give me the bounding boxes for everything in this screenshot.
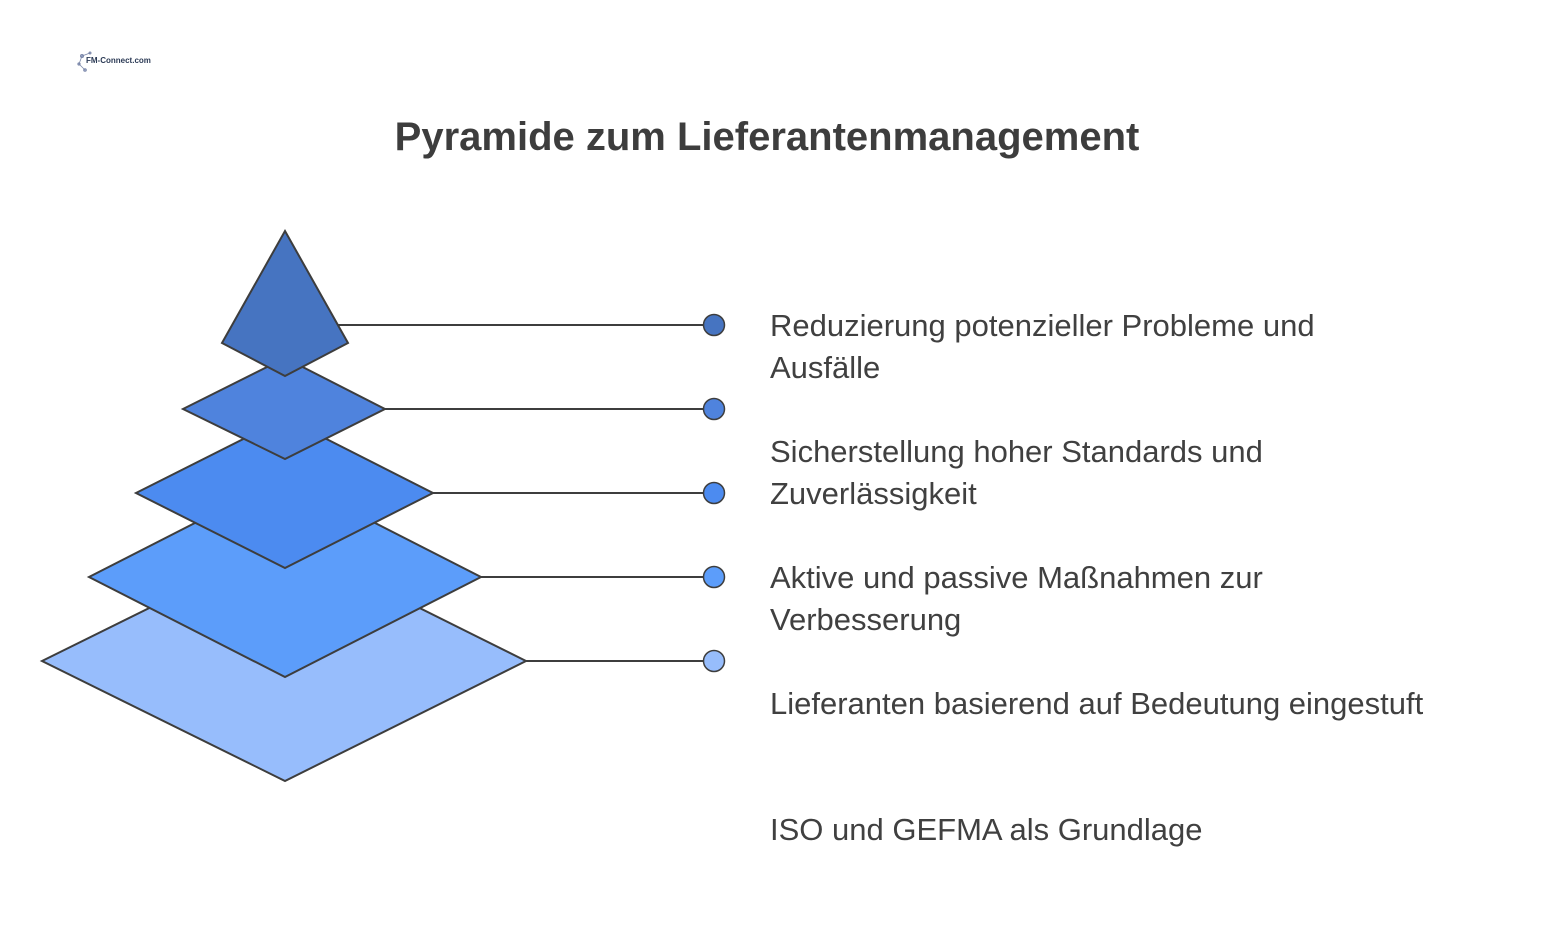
level-label-3: Aktive und passive Maßnahmen zur Verbess… [770, 560, 1263, 637]
level-label-1: Reduzierung potenzieller Probleme und Au… [770, 308, 1315, 385]
connector-dot-1 [702, 313, 726, 337]
connector-dot-5 [702, 649, 726, 673]
connector-dot-2 [702, 397, 726, 421]
connector-dot-3 [702, 481, 726, 505]
logo [77, 51, 92, 72]
level-label-4: Lieferanten basierend auf Bedeutung eing… [770, 686, 1424, 721]
pyramid-tier-2 [180, 356, 388, 461]
pyramid-tier-3 [133, 416, 436, 570]
page-title: Pyramide zum Lieferantenmanagement [394, 114, 1140, 159]
connector-dot-4 [702, 565, 726, 589]
level-label-5: ISO und GEFMA als Grundlage [770, 812, 1203, 847]
pyramid-tier-1 [220, 228, 350, 378]
level-label-2: Sicherstellung hoher Standards und Zuver… [770, 434, 1263, 511]
logo-text: FM-Connect.com [86, 56, 151, 65]
